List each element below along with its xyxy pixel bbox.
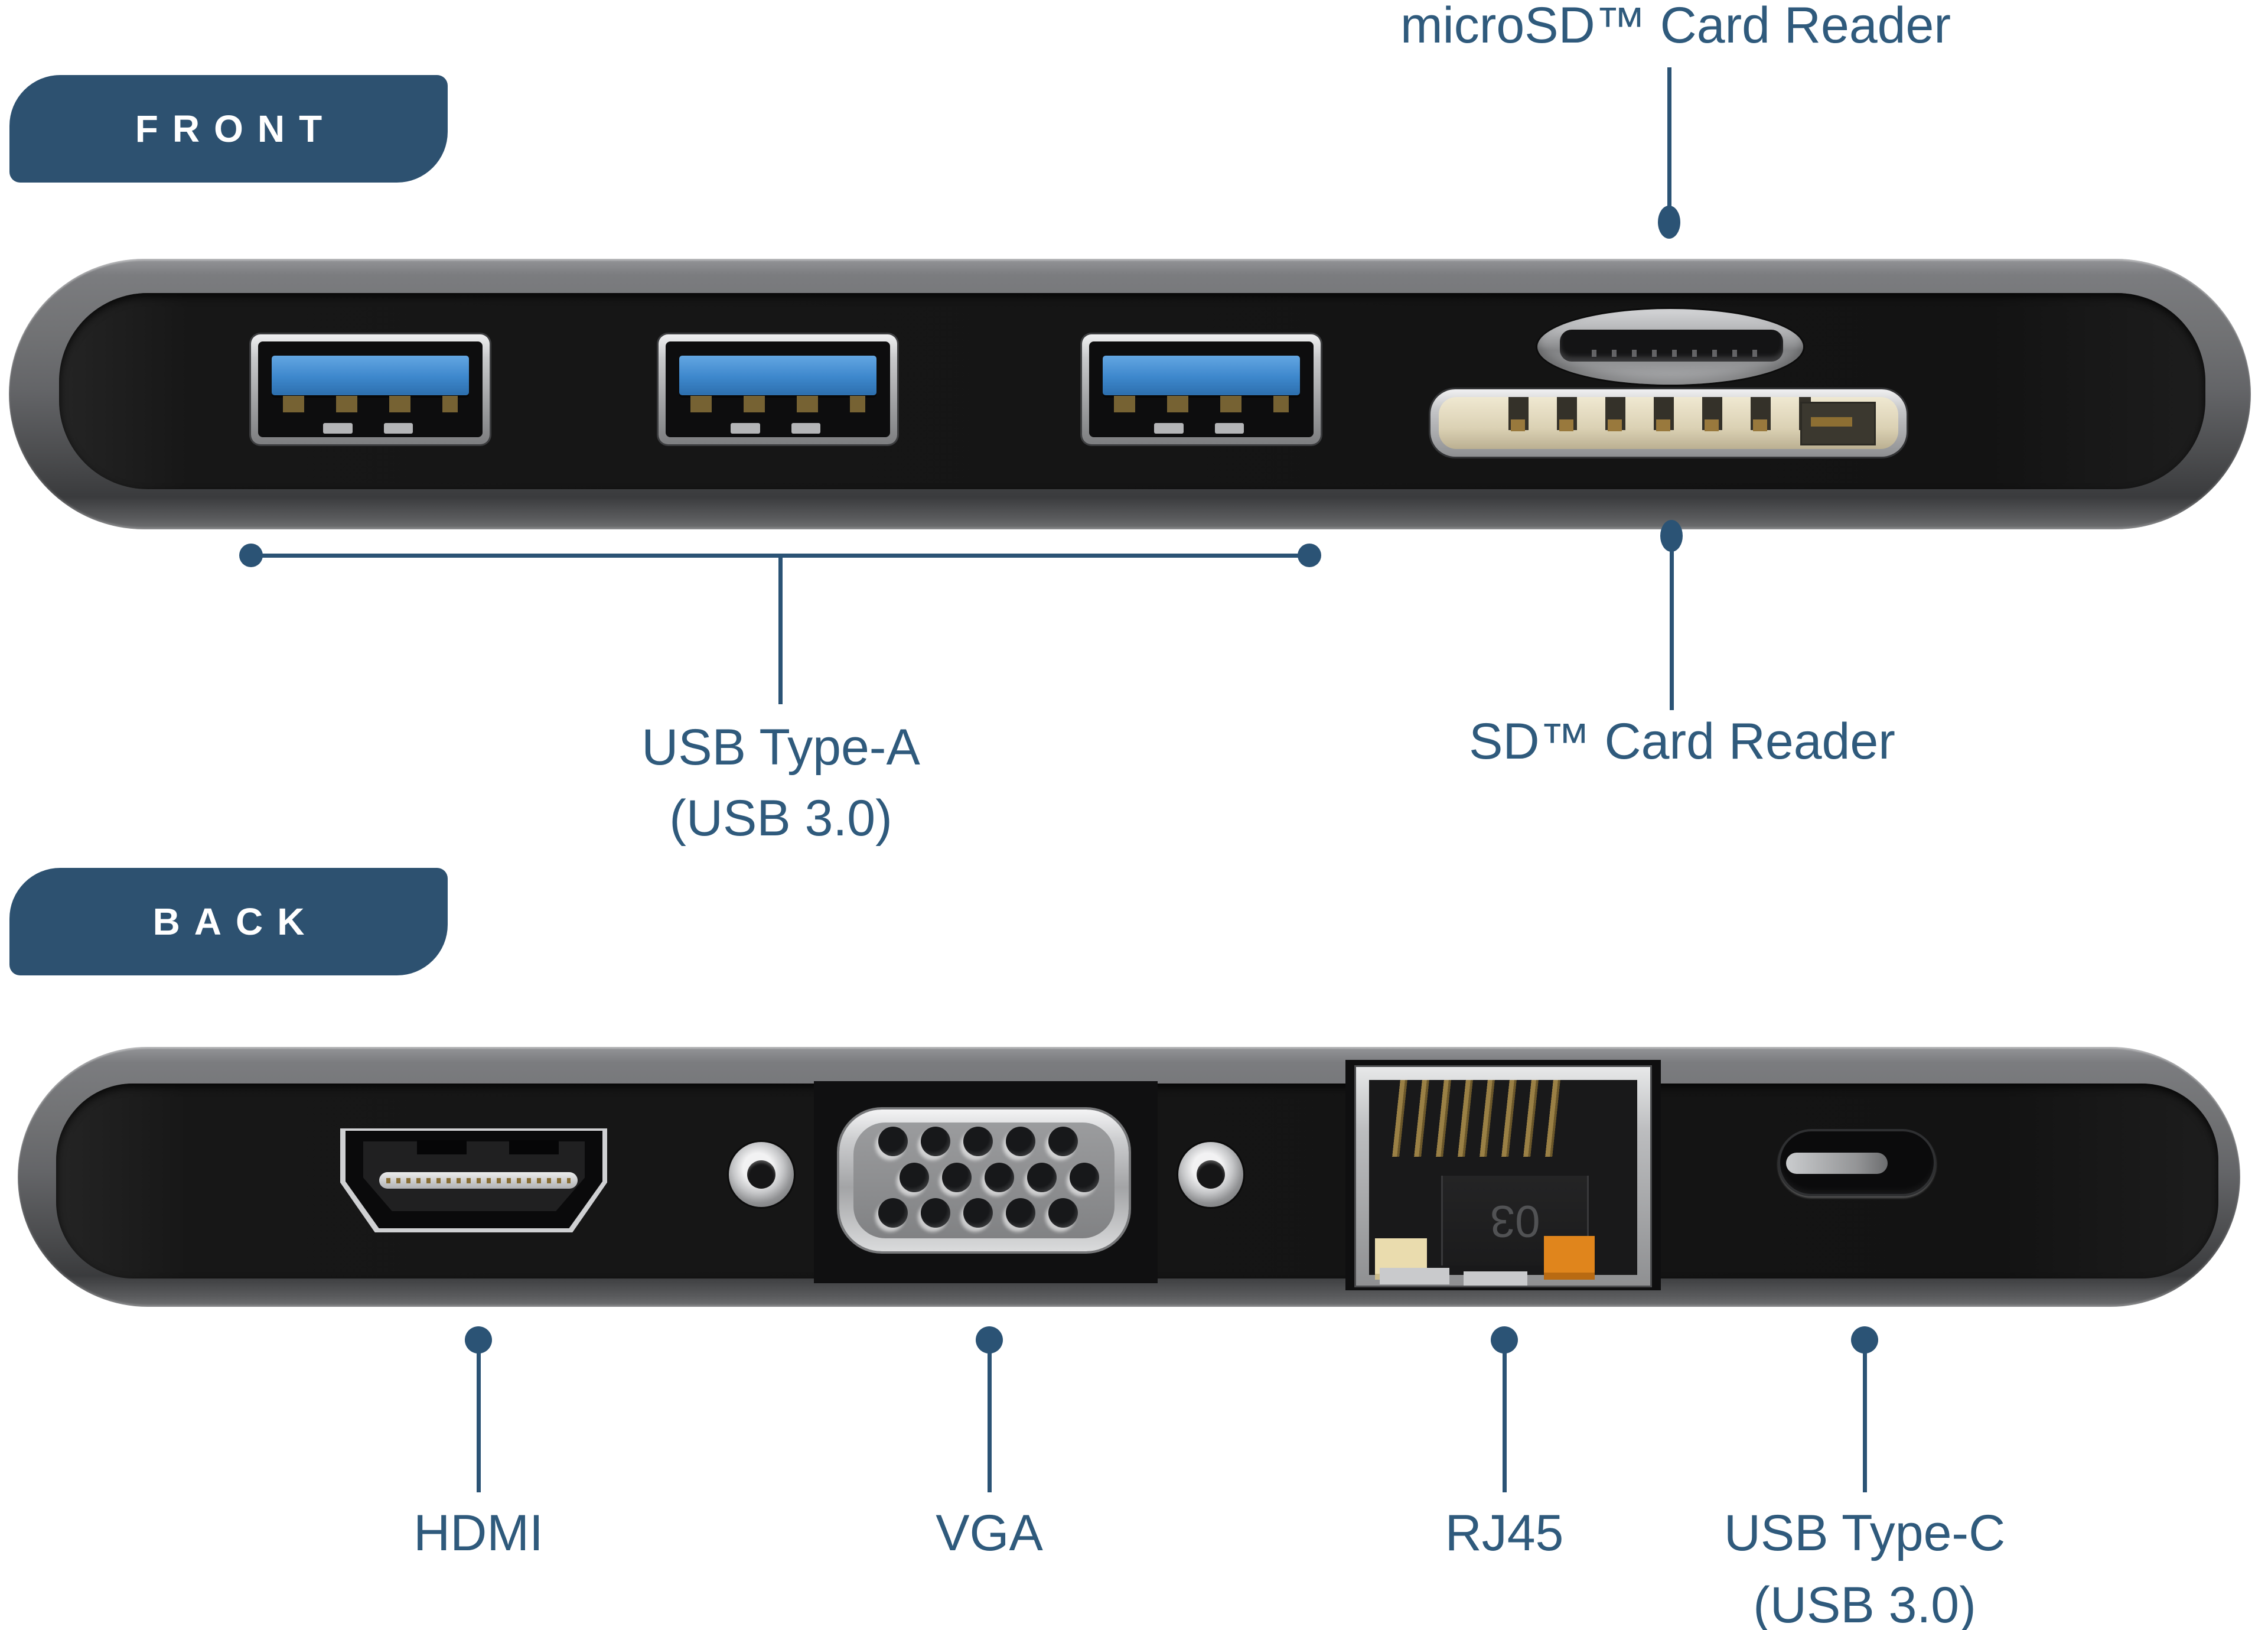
usb-a-port-1-cavity [258,341,483,437]
usb-a-bracket-dot-left [239,544,263,567]
usb-a-port-2-cavity [666,341,890,437]
microsd-slot [1560,330,1783,362]
hdmi-label: HDMI [413,1505,543,1561]
vga-pin-hole [921,1198,950,1228]
microsd-card-reader-label: microSD™ Card Reader [1400,0,1951,54]
rj45-leader-line [1503,1352,1507,1492]
usb-a-leader-line [778,555,783,704]
vga-pin-hole [1006,1127,1035,1156]
sd-leader-dot [1660,520,1683,552]
usb-a-sub-label: (USB 3.0) [669,790,892,847]
vga-pin-hole [1048,1198,1078,1228]
rj45-leader-dot [1491,1326,1518,1354]
sd-slot [1439,397,1898,449]
front-badge-label: FRONT [135,108,337,150]
vga-pin-hole [878,1198,908,1228]
screw-hole-right [1178,1142,1243,1207]
back-badge: BACK [9,868,448,975]
microsd-leader-line [1667,67,1671,214]
vga-pin-hole [1006,1198,1035,1228]
front-badge: FRONT [9,75,448,183]
usb-a-port-2-pins [690,396,866,412]
usb-c-leader-dot [1851,1326,1878,1354]
usb-a-port-2 [659,334,897,444]
usb-a-port-2-tongue [679,356,877,395]
rj45-marking: 03 [1490,1195,1540,1246]
usb-a-port-1-pins [282,396,458,412]
usb-c-leader-line [1863,1352,1867,1492]
rj45-label: RJ45 [1445,1505,1564,1561]
usb-a-port-3-pins [1113,396,1289,412]
usb-c-sub-label: (USB 3.0) [1753,1577,1976,1630]
usb-a-bracket-dot-right [1298,544,1321,567]
rj45-contact-pins [1385,1080,1568,1157]
usb-c-tongue [1786,1153,1888,1174]
vga-pin-hole [921,1127,950,1156]
usb-a-port-3-tongue [1102,356,1301,395]
vga-leader-dot [976,1326,1003,1354]
vga-leader-line [988,1352,992,1492]
usb-a-port-1 [251,334,490,444]
usb-c-label: USB Type-C [1723,1505,2006,1561]
sd-leader-line [1670,548,1674,710]
hdmi-leader-dot [465,1326,492,1354]
screw-hole-left [729,1142,794,1207]
vga-label: VGA [936,1505,1043,1561]
usb-a-port-3 [1082,334,1321,444]
usb-a-label: USB Type-A [641,719,920,776]
hdmi-pin-strip [379,1172,578,1189]
vga-pin-hole [985,1163,1014,1192]
usb-a-port-1-tongue [271,356,470,395]
vga-pin-hole [900,1163,929,1192]
sd-card-reader-label: SD™ Card Reader [1469,713,1895,770]
hdmi-leader-line [477,1352,481,1492]
vga-pin-hole [963,1127,993,1156]
vga-pin-hole [1070,1163,1099,1192]
vga-pin-hole [942,1163,972,1192]
vga-pin-hole [963,1198,993,1228]
vga-pin-hole [1048,1127,1078,1156]
vga-pin-hole [1027,1163,1057,1192]
usb-a-port-3-cavity [1089,341,1314,437]
vga-pin-hole [878,1127,908,1156]
microsd-leader-dot [1658,206,1680,239]
back-badge-label: BACK [152,900,319,943]
